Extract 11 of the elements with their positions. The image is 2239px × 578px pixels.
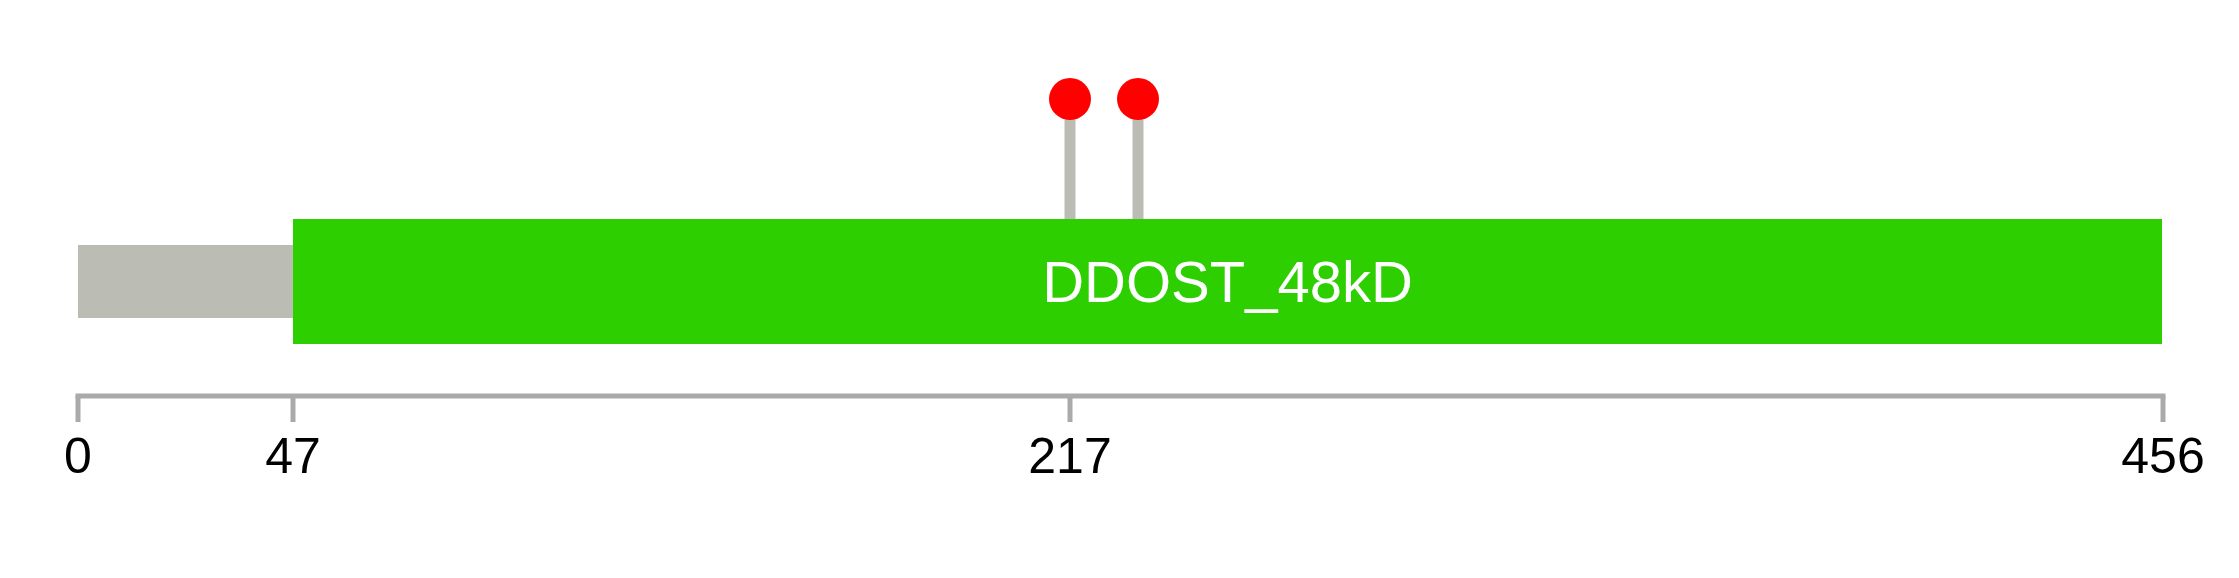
dot-marker <box>1049 78 1091 120</box>
dot-marker <box>1117 78 1159 120</box>
backbone-bar <box>78 245 293 318</box>
connector-line <box>1132 120 1144 219</box>
tick-label: 47 <box>265 431 321 481</box>
tick-label: 456 <box>2121 431 2205 481</box>
connector-line <box>1064 120 1076 219</box>
domain-bar <box>293 219 2162 344</box>
tick-label: 217 <box>1028 431 1112 481</box>
tick-label: 0 <box>64 431 92 481</box>
domain-label: DDOST_48kD <box>1042 252 1413 311</box>
